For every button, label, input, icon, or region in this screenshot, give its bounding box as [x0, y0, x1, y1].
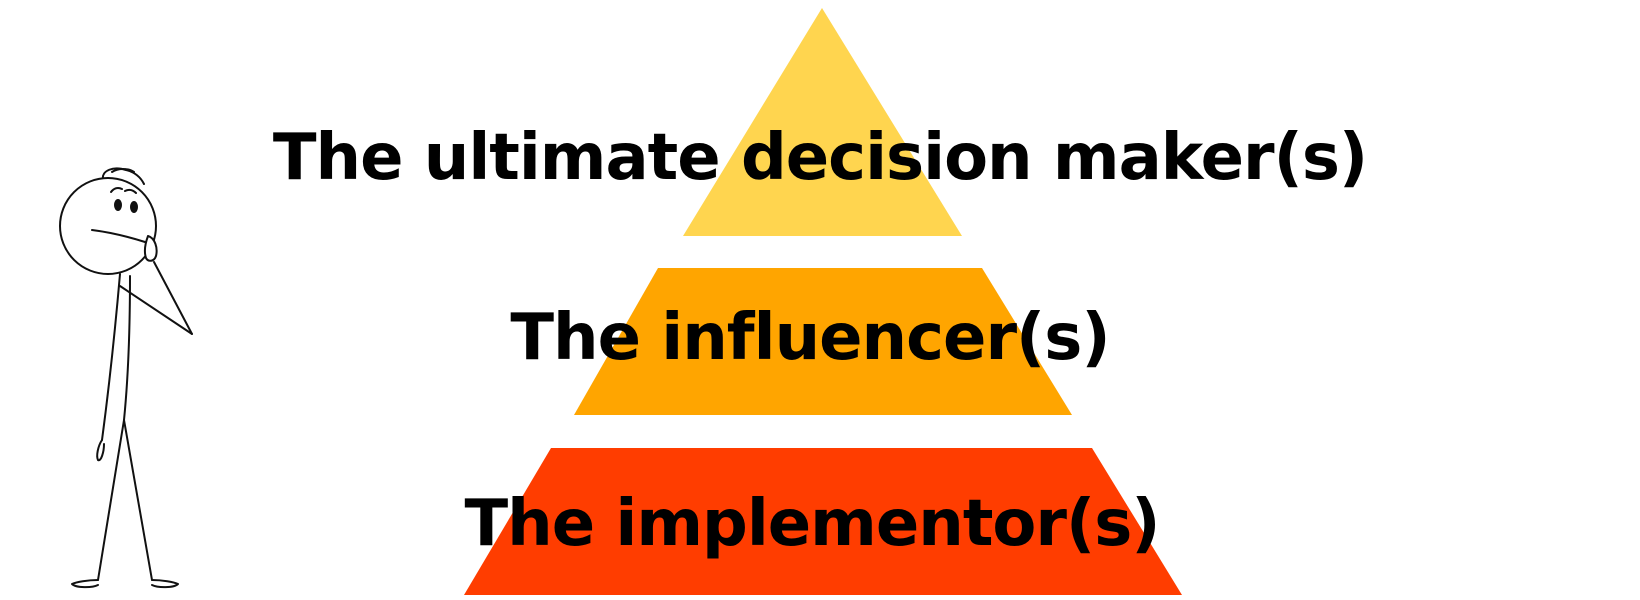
- tier-label-implementors: The implementor(s): [464, 487, 1160, 561]
- pyramid-tier-middle: [574, 268, 1072, 415]
- tier-label-decision-makers: The ultimate decision maker(s): [272, 121, 1368, 195]
- thinking-stick-figure-icon: [59, 167, 193, 589]
- tier-label-influencers: The influencer(s): [510, 301, 1110, 375]
- pyramid-tier-bottom: [464, 448, 1182, 595]
- pyramid-tier-top: [683, 8, 962, 236]
